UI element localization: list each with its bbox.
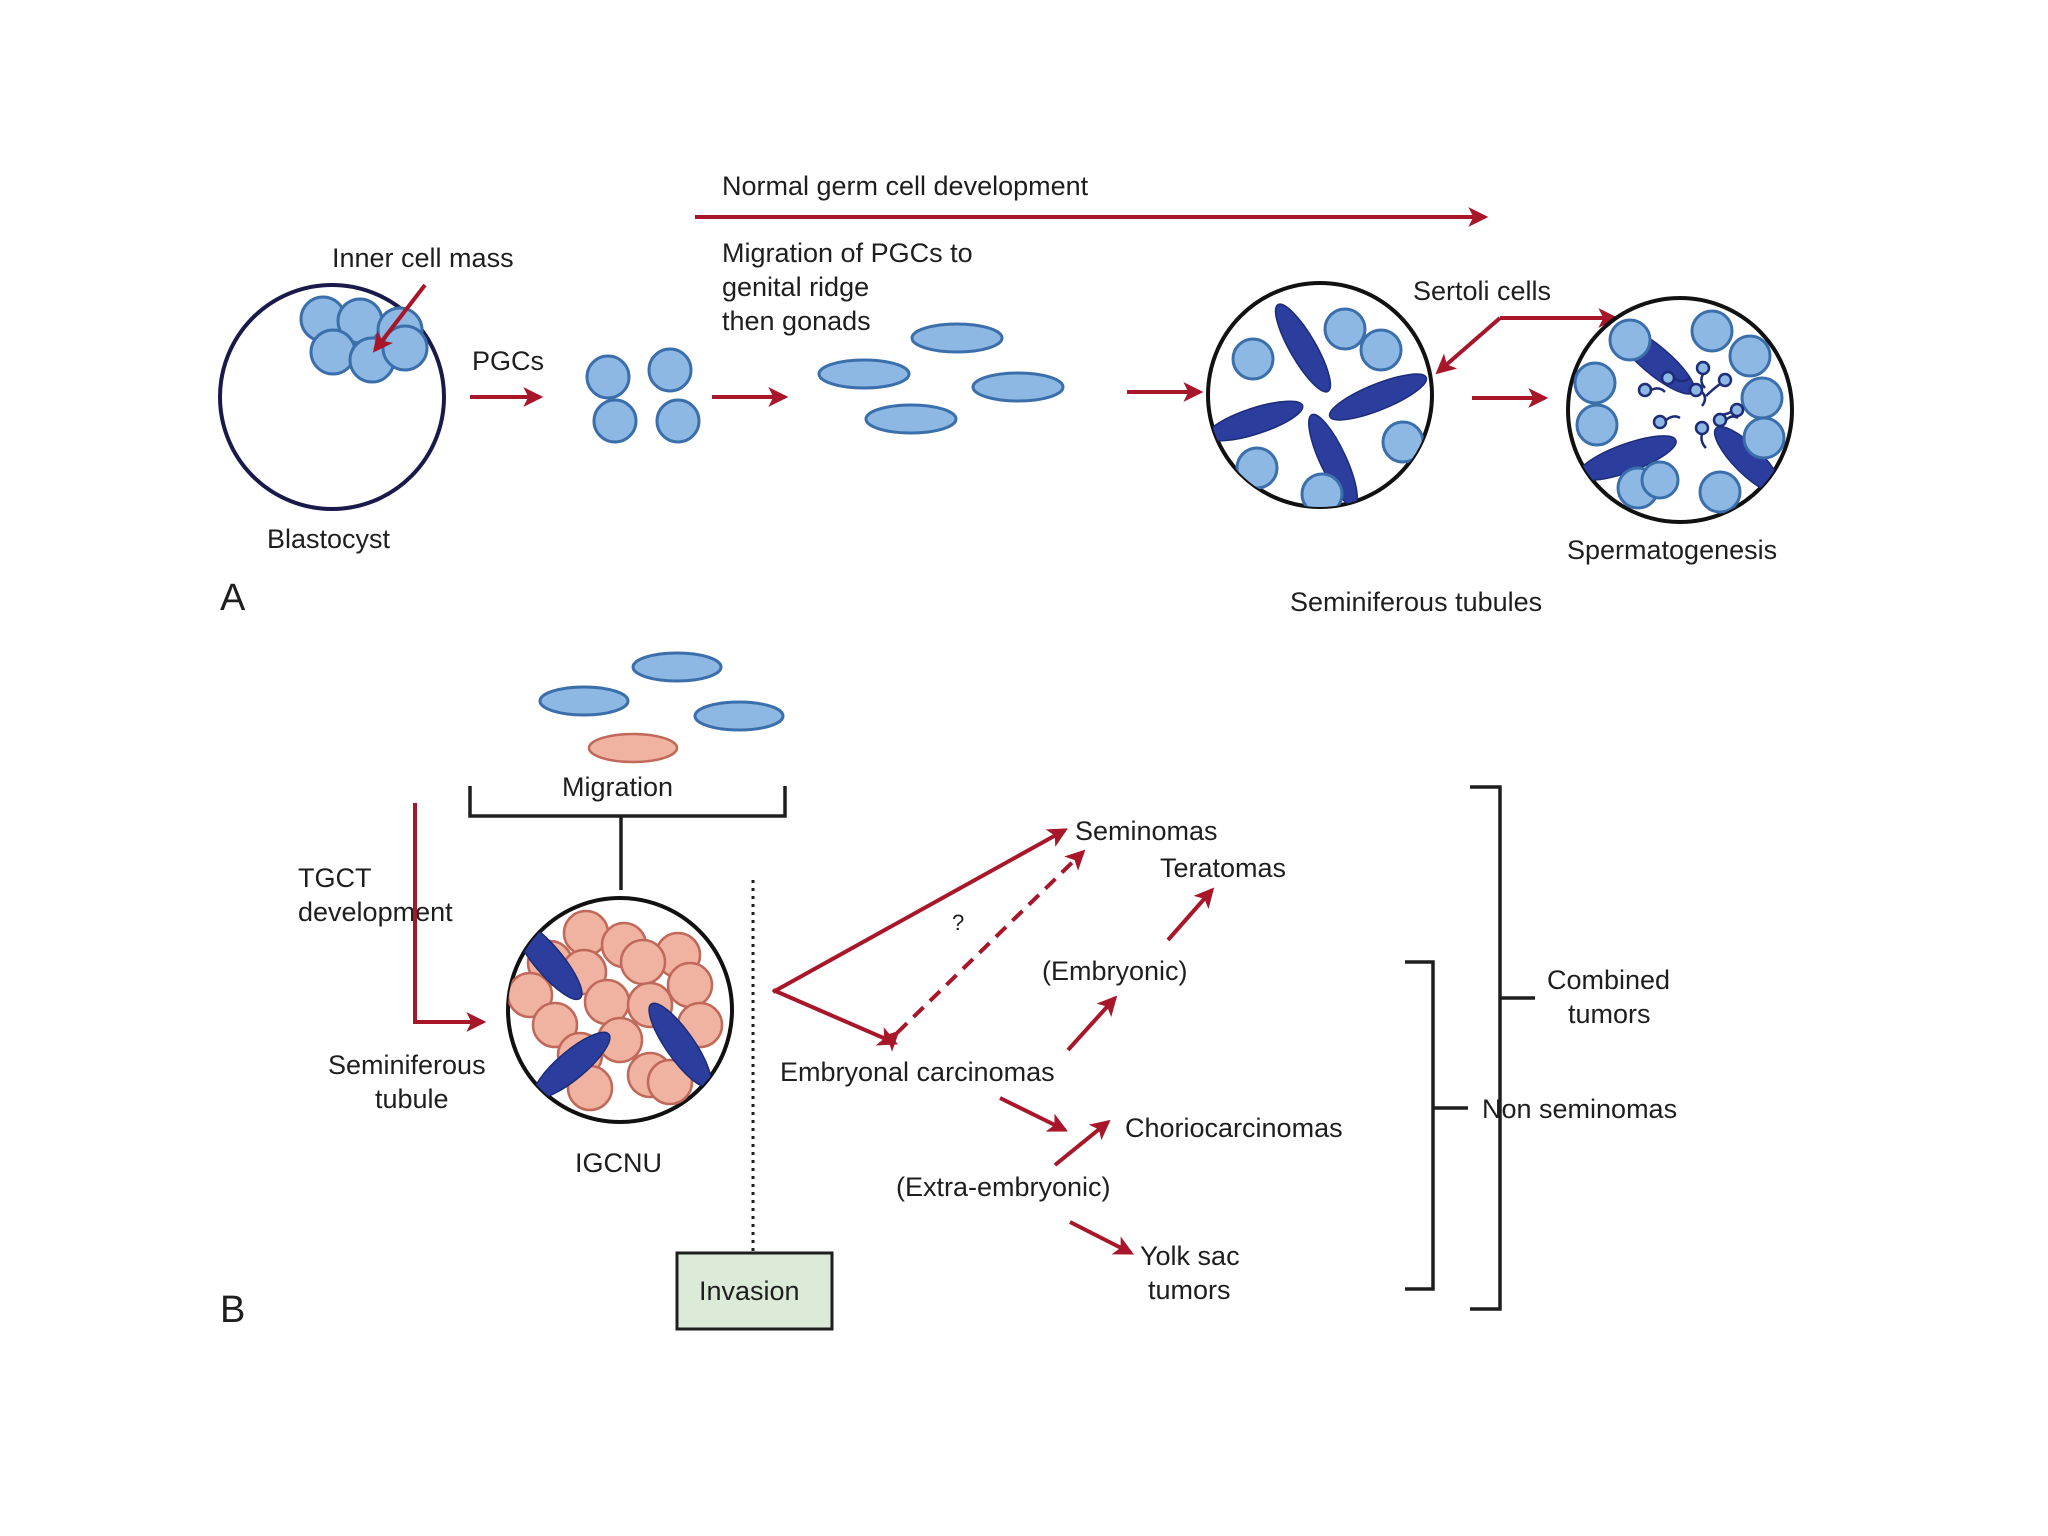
migration-line-1: Migration of PGCs to [722,238,973,268]
migrating-pgcs [817,322,1065,435]
combined-tumors-line-2: tumors [1568,999,1651,1029]
panel-b-letter: B [220,1289,245,1331]
pgc-cluster [585,347,701,444]
migration-bracket [468,786,787,818]
yolk-sac-line-1: Yolk sac [1140,1241,1240,1271]
seminiferous-tubules-label: Seminiferous tubules [1290,587,1542,617]
inner-cell-mass-label: Inner cell mass [332,243,514,273]
migration-cells [538,651,785,764]
migration-label: Migration [562,772,673,802]
arrow-to-embryonal [772,988,899,1046]
arrow-to-extra-embryonic [999,1096,1068,1132]
seminiferous-tubule-line-2: tubule [375,1084,449,1114]
migration-line-2: genital ridge [722,272,869,302]
arrow-to-embryonic [1066,995,1118,1052]
tgct-development-arrow [413,803,487,1032]
spermatogenesis-tubule [1566,296,1794,524]
invasion-box [675,1251,834,1331]
dashed-relation-arrow [878,849,1086,1052]
embryonic-label: (Embryonic) [1042,956,1188,986]
seminiferous-tubule [1206,281,1434,509]
sertoli-pointer-left [1435,316,1502,375]
yolk-sac-line-2: tumors [1148,1275,1231,1305]
igcnu-label: IGCNU [575,1148,662,1178]
tgct-line-1: TGCT [298,863,372,893]
panel-a: Normal germ cell development Inner cell … [218,171,1794,619]
tgct-line-2: development [298,897,453,927]
arrow-to-teratomas [1166,887,1215,942]
non-seminomas-label: Non seminomas [1482,1094,1677,1124]
seminiferous-tubule-line-1: Seminiferous [328,1050,486,1080]
combined-tumors-line-1: Combined [1547,965,1670,995]
non-seminomas-bracket [1405,960,1435,1291]
panel-a-letter: A [220,577,246,619]
arrow-to-yolk-sac [1069,1220,1134,1255]
arrow-to-choriocarcinomas [1053,1119,1111,1167]
blastocyst [218,283,446,511]
normal-development-label: Normal germ cell development [722,171,1089,201]
panel-b: Migration TGCT development Seminiferous … [220,651,1677,1331]
inner-cell-mass-pointer [372,283,427,353]
sertoli-cells-label: Sertoli cells [1413,276,1551,306]
seminomas-label: Seminomas [1075,816,1218,846]
extra-embryonic-label: (Extra-embryonic) [896,1172,1111,1202]
igcnu-tubule [506,896,734,1124]
migration-line-3: then gonads [722,306,871,336]
pgcs-label: PGCs [472,346,544,376]
embryonal-carcinomas-label: Embryonal carcinomas [780,1057,1055,1087]
teratomas-label: Teratomas [1160,853,1286,883]
choriocarcinomas-label: Choriocarcinomas [1125,1113,1343,1143]
invasion-label: Invasion [699,1276,800,1306]
combined-tumors-bracket [1470,785,1502,1311]
question-mark: ? [952,910,964,935]
blastocyst-label: Blastocyst [267,524,391,554]
spermatogenesis-label: Spermatogenesis [1567,535,1777,565]
